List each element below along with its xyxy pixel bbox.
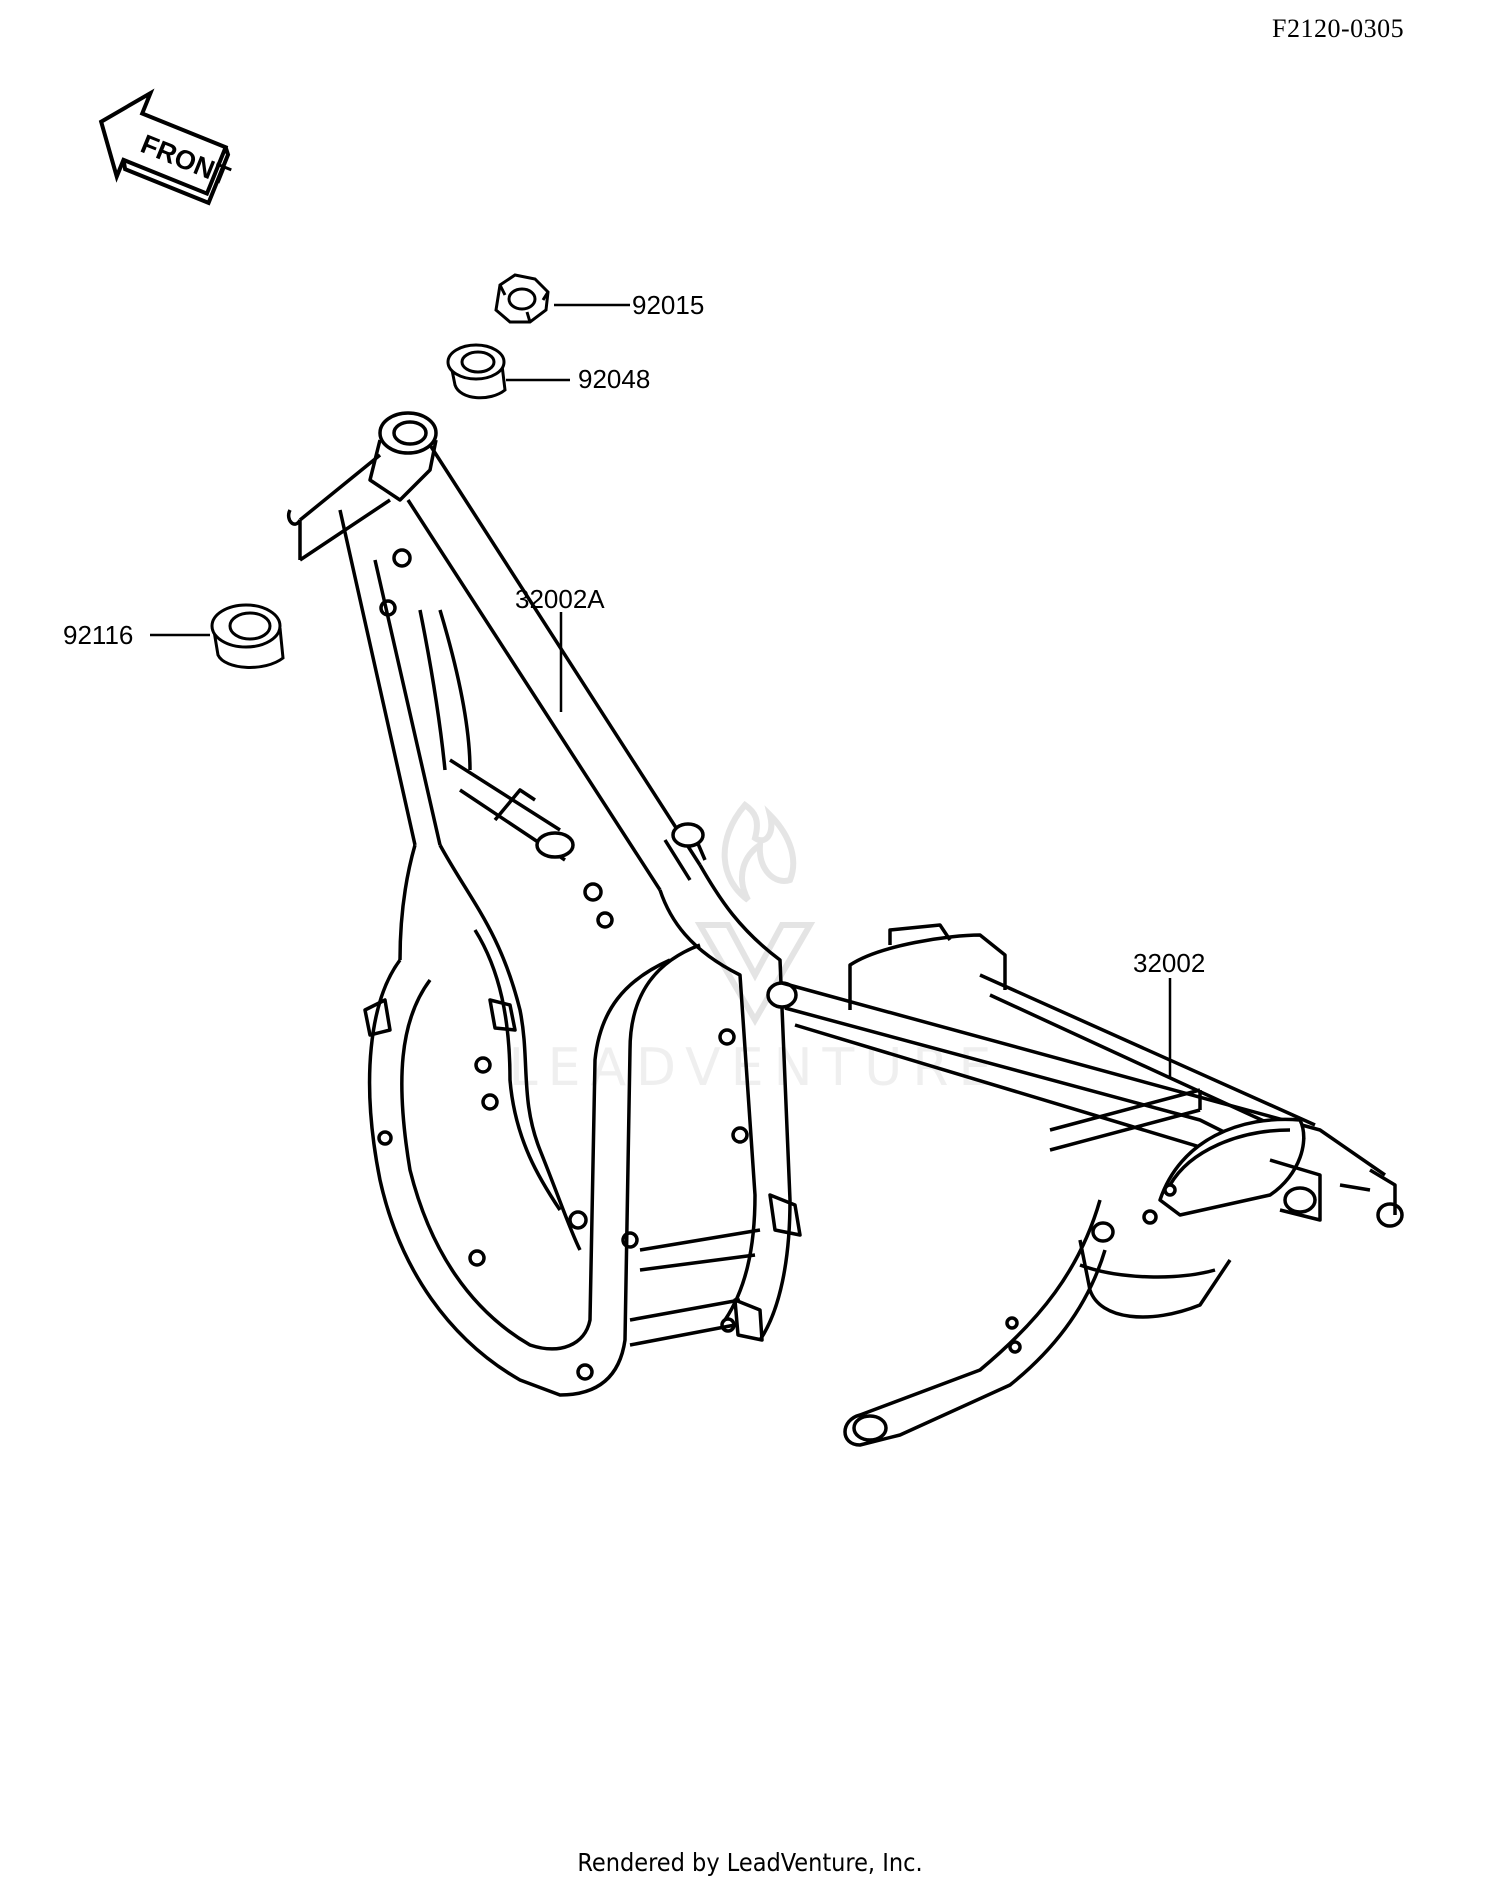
part-92048-bearing (446, 343, 507, 400)
footer-credit: Rendered by LeadVenture, Inc. (577, 1848, 923, 1877)
watermark-text: LEADVENTURE (509, 1038, 1002, 1098)
callout-92048: 92048 (578, 364, 651, 394)
front-arrow-icon: FRONT (98, 88, 235, 206)
flame-logo-icon (694, 800, 816, 1026)
callout-32002: 32002 (1133, 948, 1206, 978)
watermark: LEADVENTURE (509, 800, 1002, 1098)
diagram-reference-code: F2120-0305 (1272, 14, 1405, 43)
callout-92116: 92116 (63, 620, 134, 650)
callout-32002A: 32002A (515, 584, 605, 614)
part-32002A-main-frame (287, 411, 802, 1397)
part-92015-nut (494, 273, 550, 324)
part-92116-bearing (210, 603, 285, 669)
callout-92015: 92015 (632, 290, 705, 320)
part-32002-subframe (766, 923, 1404, 1447)
